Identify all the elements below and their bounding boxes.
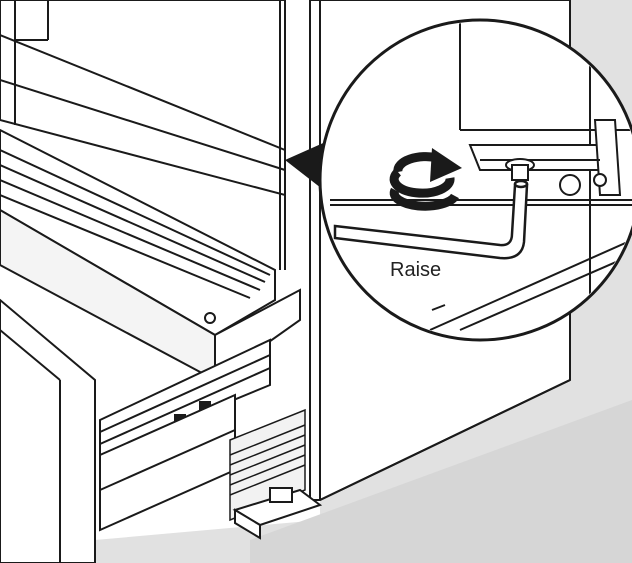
- raise-label: Raise: [390, 259, 441, 281]
- left-door-edge: [0, 300, 95, 563]
